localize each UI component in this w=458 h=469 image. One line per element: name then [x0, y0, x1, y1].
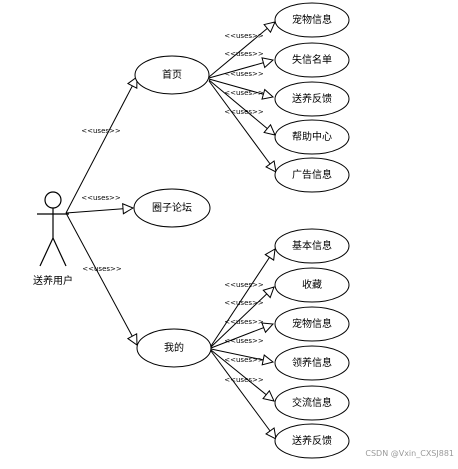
- usecase-home-child-1: 宠物信息: [274, 2, 350, 38]
- uses-label-mine-4: <<uses>>: [224, 337, 264, 345]
- edge-home-child-2: [208, 60, 273, 79]
- usecase-mine-child-4: 领养信息: [274, 345, 350, 381]
- usecase-mine-child-5: 交流信息: [274, 385, 350, 421]
- mine-child-4-label: 领养信息: [292, 356, 332, 369]
- uses-label-mine-5: <<uses>>: [224, 356, 264, 364]
- usecase-mine-child-3: 宠物信息: [274, 306, 350, 342]
- home-child-4-label: 帮助中心: [292, 130, 332, 143]
- edge-home-child-5: [208, 80, 276, 172]
- usecase-home-child-4: 帮助中心: [274, 119, 350, 155]
- edge-mine-child-6: [210, 350, 276, 439]
- uses-label-actor-home: <<uses>>: [81, 127, 121, 135]
- actor-label: 送养用户: [33, 274, 73, 287]
- uses-label-home-5: <<uses>>: [224, 108, 264, 116]
- mine-child-6-label: 送养反馈: [292, 434, 332, 447]
- actor-left-leg: [39, 237, 54, 267]
- actor-right-leg: [52, 237, 67, 267]
- edge-home-child-1: [208, 22, 275, 78]
- edge-actor-home: [65, 77, 137, 214]
- uses-label-mine-6: <<uses>>: [224, 376, 264, 384]
- edge-mine-child-2: [210, 287, 274, 348]
- usecase-home-child-5: 广告信息: [274, 157, 350, 193]
- usecase-home-child-2: 失信名单: [274, 42, 350, 78]
- usecase-mine-label: 我的: [164, 341, 184, 354]
- actor-figure: [37, 191, 69, 267]
- mine-child-2-label: 收藏: [302, 278, 322, 291]
- home-child-2-label: 失信名单: [292, 53, 332, 66]
- usecase-forum: 圈子论坛: [133, 188, 211, 228]
- edge-mine-child-3: [210, 324, 273, 349]
- uses-label-actor-forum: <<uses>>: [81, 194, 121, 202]
- home-child-1-label: 宠物信息: [292, 13, 332, 26]
- usecase-mine-child-6: 送养反馈: [274, 423, 350, 459]
- edge-actor-forum: [65, 208, 133, 213]
- uses-label-mine-1: <<uses>>: [224, 281, 264, 289]
- usecase-mine-child-2: 收藏: [274, 267, 350, 303]
- usecase-forum-label: 圈子论坛: [152, 201, 192, 214]
- uses-label-actor-mine: <<uses>>: [82, 265, 122, 273]
- uses-label-home-3: <<uses>>: [224, 70, 264, 78]
- edge-mine-child-4: [210, 348, 273, 362]
- mine-child-1-label: 基本信息: [292, 239, 332, 252]
- actor-head: [44, 191, 62, 209]
- home-child-5-label: 广告信息: [292, 168, 332, 181]
- uses-label-mine-3: <<uses>>: [224, 318, 264, 326]
- watermark: CSDN @Vxin_CXSJ881: [365, 449, 454, 458]
- uses-label-mine-2: <<uses>>: [224, 299, 264, 307]
- edge-actor-mine: [65, 212, 137, 345]
- usecase-home-child-3: 送养反馈: [274, 81, 350, 117]
- usecase-mine: 我的: [136, 328, 212, 368]
- edge-mine-child-5: [210, 349, 274, 401]
- edge-home-child-3: [208, 78, 273, 97]
- edge-home-child-4: [208, 79, 275, 135]
- uses-label-home-1: <<uses>>: [224, 32, 264, 40]
- usecase-home-label: 首页: [162, 68, 182, 81]
- mine-child-3-label: 宠物信息: [292, 317, 332, 330]
- edge-mine-child-1: [210, 249, 275, 347]
- uses-label-home-4: <<uses>>: [224, 89, 264, 97]
- usecase-mine-child-1: 基本信息: [274, 228, 350, 264]
- mine-child-5-label: 交流信息: [292, 396, 332, 409]
- uses-label-home-2: <<uses>>: [224, 50, 264, 58]
- home-child-3-label: 送养反馈: [292, 92, 332, 105]
- usecase-home: 首页: [134, 55, 210, 95]
